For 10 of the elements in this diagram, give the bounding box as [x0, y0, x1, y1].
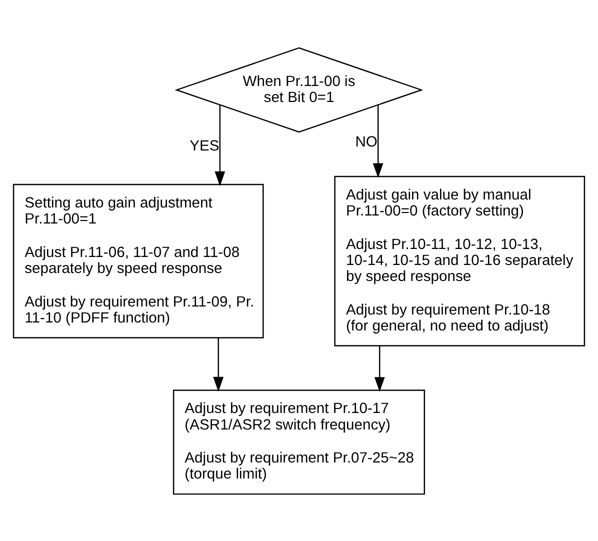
- node-diamond: When Pr.11-00 is set Bit 0=1: [174, 46, 424, 132]
- edge-label: NO: [355, 134, 378, 150]
- node-box: Adjust gain value by manual Pr.11-00=0 (factory setting) Adjust Pr.10-11, 10-12, 10-13, 10-14, 10-15 and 10-16 separately by speed response Adjust by requirement Pr.10-18 (for general, no need to adjust): [334, 175, 586, 346]
- edge-label: YES: [190, 138, 220, 154]
- arrow: [374, 345, 385, 392]
- arrow: [213, 337, 224, 392]
- arrow: [372, 104, 384, 178]
- arrow: [214, 104, 226, 186]
- node-box: Adjust by requirement Pr.10-17 (ASR1/ASR2 switch frequency) Adjust by requirement Pr.07-25~28 (torque limit): [172, 389, 426, 494]
- node-box: Setting auto gain adjustment Pr.11-00=1 Adjust Pr.11-06, 11-07 and 11-08 separately by speed response Adjust by requirement Pr.11-09, Pr. 11-10 (PDFF function): [12, 183, 264, 338]
